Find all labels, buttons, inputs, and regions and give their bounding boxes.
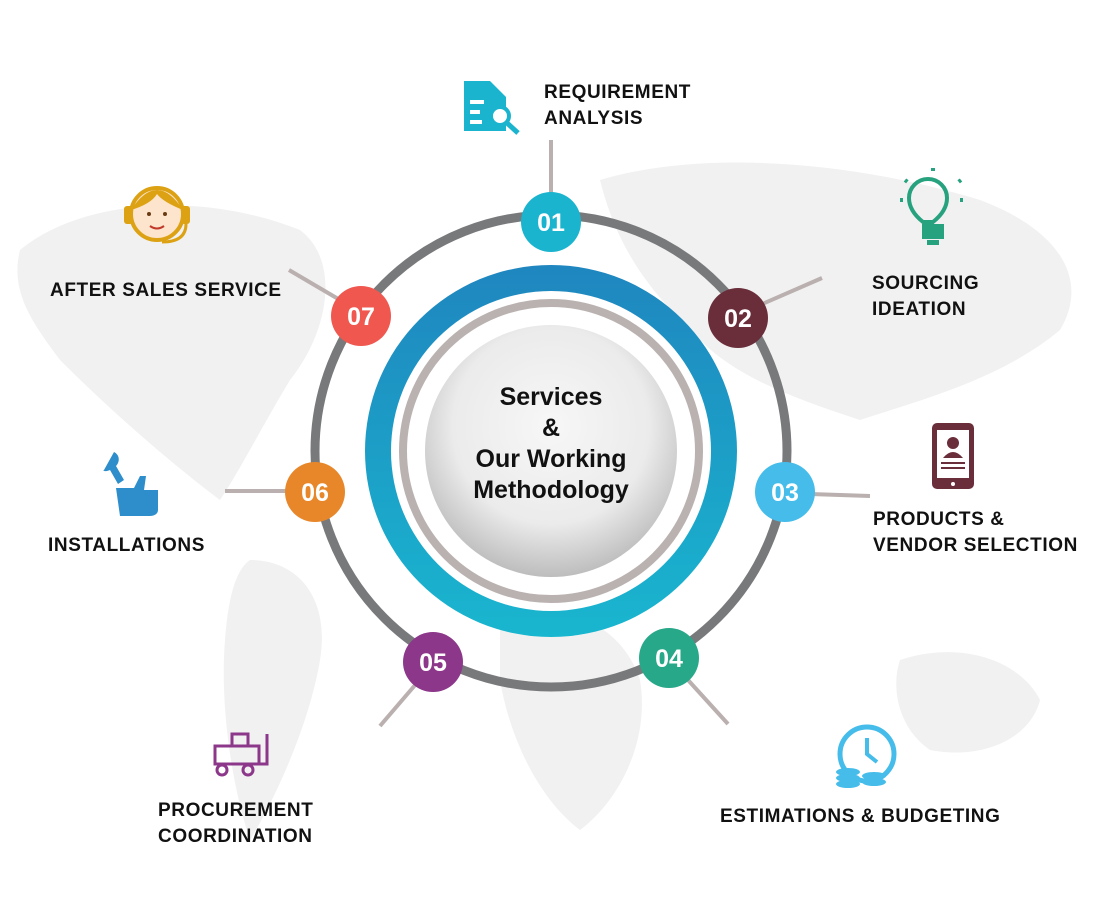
headset-support-icon [124,186,190,244]
center-sphere [425,325,677,577]
step-number: 03 [771,479,799,507]
label-requirement-analysis: REQUIREMENT ANALYSIS [544,80,691,132]
step-badge-06: 06 [285,462,345,522]
step-badge-01: 01 [521,192,581,252]
connector-lines [225,140,871,728]
label-line: INSTALLATIONS [48,535,205,556]
step-badge-05: 05 [403,632,463,692]
tablet-profile-icon [932,423,974,489]
label-line: ESTIMATIONS & BUDGETING [720,806,1001,827]
step-badge-02: 02 [708,288,768,348]
step-badge-03: 03 [755,462,815,522]
step-number: 06 [301,479,329,507]
label-sourcing-ideation: SOURCING IDEATION [872,271,979,323]
step-badge-circle [521,192,581,252]
label-line: REQUIREMENT [544,82,691,103]
clock-coins-icon [836,724,897,788]
step-number: 01 [537,209,565,237]
step-number: 07 [347,303,375,331]
label-estimations-budgeting: ESTIMATIONS & BUDGETING [720,804,1001,830]
label-installations: INSTALLATIONS [48,533,205,559]
center-title-line: Our Working [475,445,627,473]
center-title-line: & [541,414,561,442]
step-badge-04: 04 [639,628,699,688]
step-badge-07: 07 [331,286,391,346]
label-line: AFTER SALES SERVICE [50,280,282,301]
label-line: PROCUREMENT [158,800,314,821]
label-procurement-coordination: PROCUREMENT COORDINATION [158,798,313,850]
lightbulb-icon [900,168,966,245]
wrench-thumbs-up-icon [103,452,158,516]
step-number: 04 [655,645,683,673]
label-line: VENDOR SELECTION [873,535,1078,556]
step-badge-circle [755,462,815,522]
label-products-vendor-selection: PRODUCTS & VENDOR SELECTION [873,507,1078,559]
label-line: IDEATION [872,299,967,320]
label-line: ANALYSIS [544,108,644,129]
label-line: PRODUCTS & [873,509,1005,530]
step-badge-circle [285,462,345,522]
step-badge-circle [708,288,768,348]
step-number: 02 [724,305,752,333]
document-search-icon [464,81,520,135]
label-line: COORDINATION [158,826,313,847]
step-badge-circle [403,632,463,692]
step-badge-circle [331,286,391,346]
label-line: SOURCING [872,273,980,294]
step-number: 05 [419,649,447,677]
world-map-background [17,162,1072,840]
forklift-cart-icon [213,732,269,777]
step-badge-circle [639,628,699,688]
center-title-line: Methodology [473,476,629,504]
label-after-sales-service: AFTER SALES SERVICE [50,278,282,304]
center-title: Services & Our Working Methodology [431,382,671,506]
center-title-line: Services [499,383,603,411]
